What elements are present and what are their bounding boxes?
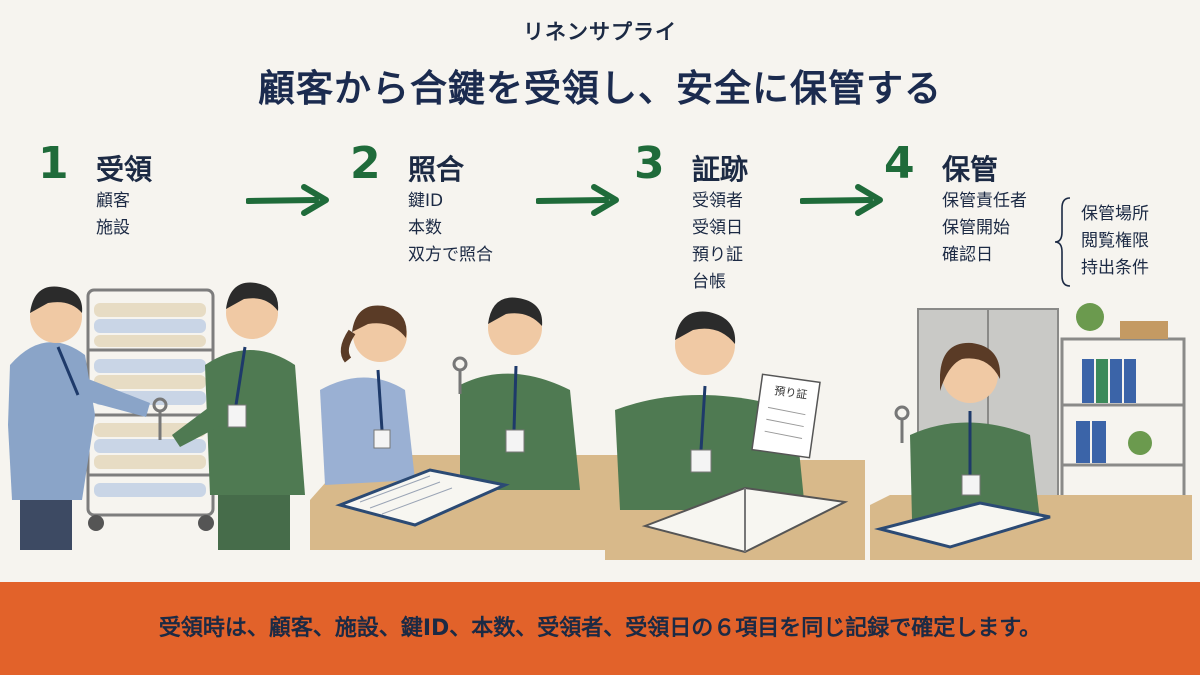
page-title: 顧客から合鍵を受領し、安全に保管する	[258, 67, 942, 110]
step-heading: 保管	[942, 153, 999, 186]
step-items: 顧客 施設	[96, 188, 130, 242]
summary-band: 受領時は、顧客、施設、鍵ID、本数、受領者、受領日の６項目を同じ記録で確定します…	[0, 582, 1200, 675]
open-ledger	[335, 468, 510, 527]
step-heading: 照合	[408, 153, 465, 186]
step-item: 台帳	[692, 272, 726, 292]
step-number: 2	[350, 138, 381, 189]
step-item: 双方で照合	[408, 245, 493, 265]
staff-man-figure	[460, 297, 580, 490]
step-item: 施設	[96, 218, 130, 238]
illustration-key-handover	[8, 282, 305, 550]
step-items: 受領者 受領日 預り証 台帳	[692, 188, 743, 296]
customer-figure	[8, 286, 150, 550]
summary-text: 受領時は、顧客、施設、鍵ID、本数、受領者、受領日の６項目を同じ記録で確定します…	[158, 616, 1042, 641]
step-number: 4	[884, 138, 915, 189]
brace-icon	[1054, 197, 1071, 287]
key-icon	[452, 356, 468, 394]
step-item: 受領者	[692, 191, 743, 211]
step-item: 確認日	[942, 245, 993, 265]
receipt-document: 預り証	[751, 373, 821, 459]
open-ledger	[641, 486, 849, 554]
arrow-right-icon	[246, 184, 329, 216]
illustration-ledger-check	[310, 297, 620, 550]
arrow-right-icon	[536, 184, 619, 216]
step-number: 3	[634, 138, 665, 189]
step-item: 本数	[408, 218, 442, 238]
step-items: 保管責任者 保管開始 確認日	[942, 188, 1027, 269]
shelf	[1060, 303, 1186, 521]
step-item: 顧客	[96, 191, 130, 211]
storage-sub-items: 保管場所 閲覧権限 持出条件	[1081, 201, 1149, 282]
illustration-record-receipt: 預り証	[605, 311, 865, 560]
arrow-right-icon	[800, 184, 883, 216]
staff-figure	[172, 282, 305, 550]
step-item: 保管開始	[942, 218, 1010, 238]
step-item: 預り証	[692, 245, 743, 265]
brand-name: リネンサプライ	[523, 20, 677, 44]
staff-figure	[910, 342, 1040, 520]
receipt-label: 預り証	[774, 384, 808, 401]
step-heading: 証跡	[692, 153, 749, 186]
step-items: 鍵ID 本数 双方で照合	[408, 188, 493, 269]
step-heading: 受領	[96, 153, 153, 186]
step-number: 1	[38, 138, 69, 189]
step-item: 受領日	[692, 218, 743, 238]
sub-item: 保管場所	[1081, 204, 1149, 224]
staff-woman-figure	[320, 305, 415, 485]
step-item: 鍵ID	[408, 191, 444, 211]
illustration-secure-storage	[870, 303, 1192, 560]
key-icon	[152, 397, 168, 440]
sub-item: 閲覧権限	[1081, 231, 1149, 251]
open-ledger	[874, 501, 1051, 549]
key-icon	[894, 405, 910, 443]
sub-item: 持出条件	[1081, 258, 1149, 278]
step-item: 保管責任者	[942, 191, 1027, 211]
